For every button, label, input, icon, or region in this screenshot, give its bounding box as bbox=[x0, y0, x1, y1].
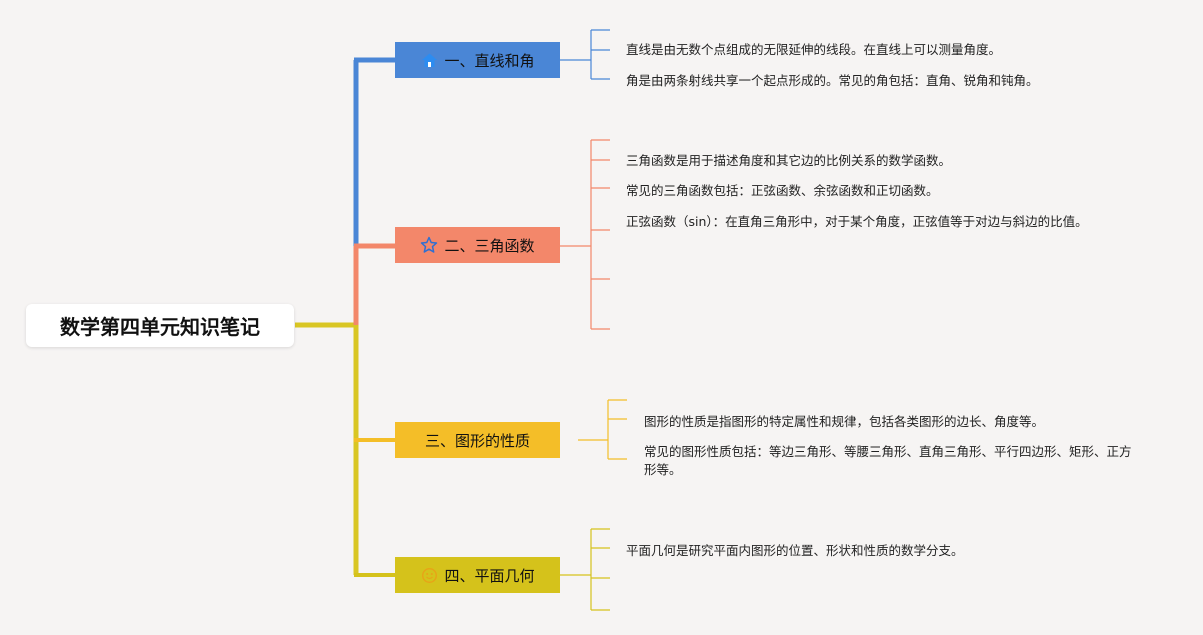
branch-plane-geometry[interactable]: 四、平面几何 bbox=[395, 557, 560, 593]
branch-label: 二、三角函数 bbox=[444, 236, 535, 255]
branch-label: 三、图形的性质 bbox=[424, 431, 530, 450]
note-item[interactable]: 图形的性质是指图形的特定属性和规律，包括各类图形的边长、角度等。 bbox=[644, 414, 1045, 429]
branch-label: 四、平面几何 bbox=[444, 566, 535, 585]
branch-lines-and-angles[interactable]: 一、直线和角 bbox=[395, 42, 560, 78]
note-item[interactable]: 直线是由无数个点组成的无限延伸的线段。在直线上可以测量角度。 bbox=[626, 42, 1002, 57]
star-icon bbox=[420, 236, 438, 254]
home-icon bbox=[420, 51, 438, 69]
note-item[interactable]: 常见的三角函数包括：正弦函数、余弦函数和正切函数。 bbox=[626, 183, 939, 198]
note-item[interactable]: 三角函数是用于描述角度和其它边的比例关系的数学函数。 bbox=[626, 153, 952, 168]
note-item[interactable]: 平面几何是研究平面内图形的位置、形状和性质的数学分支。 bbox=[626, 543, 964, 558]
note-item[interactable]: 角是由两条射线共享一个起点形成的。常见的角包括：直角、锐角和钝角。 bbox=[626, 73, 1039, 88]
branch-trig-functions[interactable]: 二、三角函数 bbox=[395, 227, 560, 263]
branch-label: 一、直线和角 bbox=[444, 51, 535, 70]
smile-icon bbox=[420, 566, 438, 584]
root-topic[interactable]: 数学第四单元知识笔记 bbox=[26, 304, 294, 347]
root-topic-label: 数学第四单元知识笔记 bbox=[60, 315, 260, 339]
branch-shape-properties[interactable]: 三、图形的性质 bbox=[395, 422, 560, 458]
note-item[interactable]: 正弦函数（sin）：在直角三角形中，对于某个角度，正弦值等于对边与斜边的比值。 bbox=[626, 214, 1088, 229]
note-item[interactable]: 常见的图形性质包括：等边三角形、等腰三角形、直角三角形、平行四边形、矩形、正方形… bbox=[644, 444, 1132, 477]
